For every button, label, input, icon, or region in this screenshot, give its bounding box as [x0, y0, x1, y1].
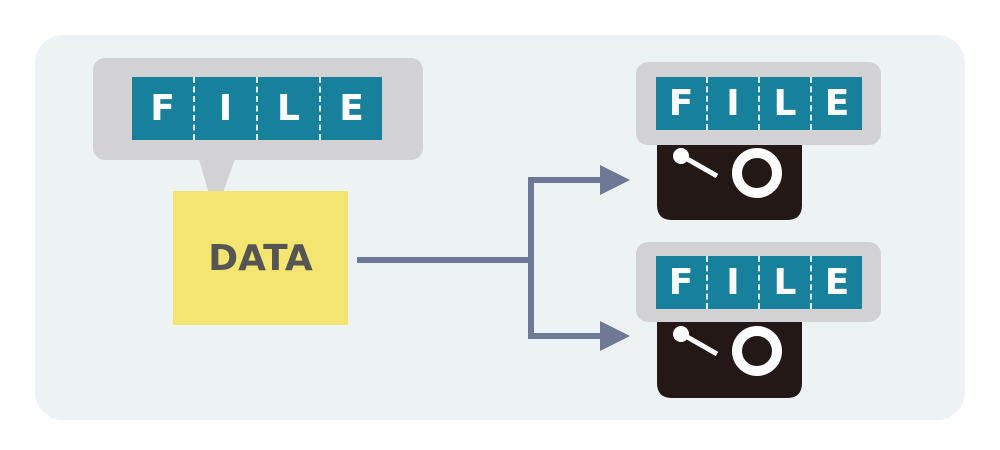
file-letter: E	[810, 256, 862, 309]
file-letter: E	[319, 77, 382, 140]
camera-device-icon	[657, 130, 802, 220]
file-letter: L	[256, 77, 319, 140]
bubble-pointer	[199, 159, 235, 215]
file-letter: L	[758, 256, 810, 309]
file-letter: E	[810, 77, 862, 130]
source-file-label: F I L E	[132, 77, 382, 140]
arrow-head-bottom	[600, 321, 630, 351]
file-letter: I	[193, 77, 256, 140]
file-letter: F	[150, 88, 175, 129]
file-letter: F	[668, 262, 694, 303]
file-letter: F	[668, 83, 694, 124]
file-letter: I	[706, 77, 758, 130]
target-file-label: F I L E	[656, 77, 862, 130]
arrow-head-top	[600, 165, 630, 195]
file-letter: I	[706, 256, 758, 309]
camera-device-icon	[657, 308, 802, 398]
data-box: DATA	[173, 191, 348, 325]
file-letter: L	[758, 77, 810, 130]
target-file-label: F I L E	[656, 256, 862, 309]
